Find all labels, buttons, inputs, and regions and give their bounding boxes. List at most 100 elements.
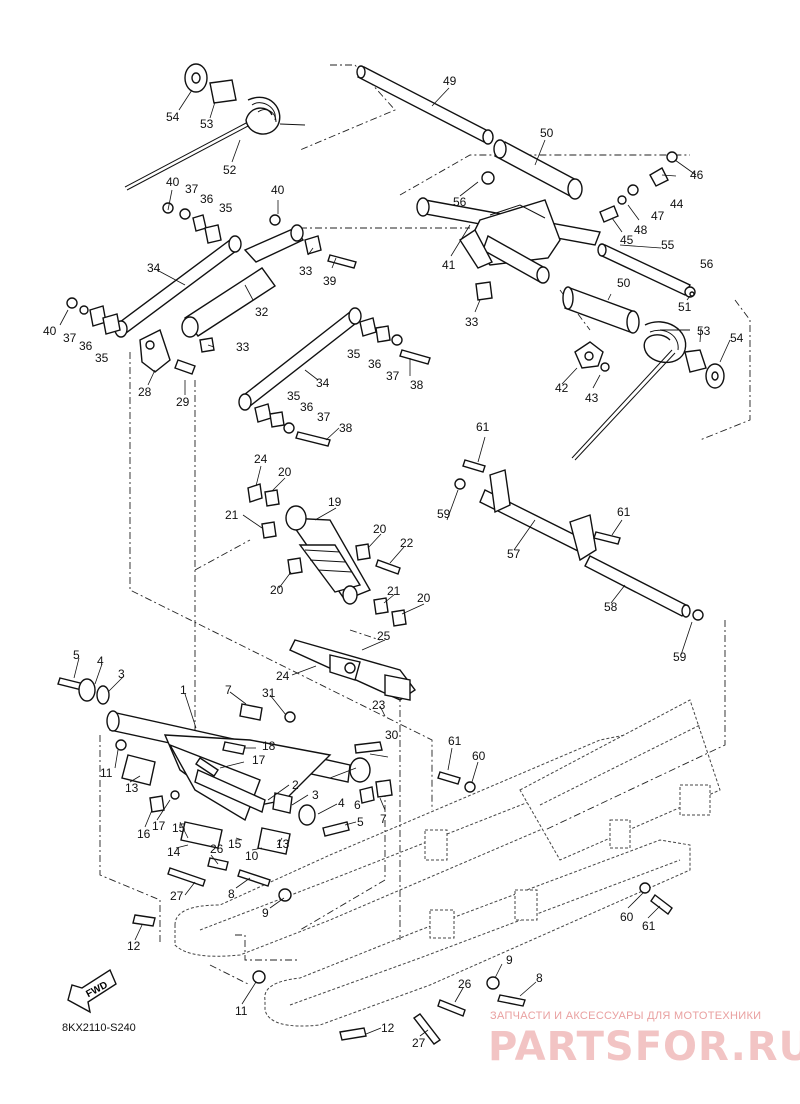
callout-39: 39 bbox=[323, 274, 337, 288]
callout-28: 28 bbox=[138, 385, 152, 399]
callout-32: 32 bbox=[255, 305, 269, 319]
callout-8: 8 bbox=[228, 887, 235, 901]
callout-13: 13 bbox=[125, 781, 139, 795]
callout-54: 54 bbox=[166, 110, 180, 124]
lower-arm-hardware bbox=[57, 677, 673, 1045]
callout-34b: 34 bbox=[316, 376, 330, 390]
callout-11: 11 bbox=[100, 766, 113, 780]
callout-2: 2 bbox=[292, 778, 299, 792]
callout-38: 38 bbox=[410, 378, 424, 392]
callout-36c: 36 bbox=[368, 357, 382, 371]
callout-40: 40 bbox=[166, 175, 180, 189]
callout-labels: 1 2 3 3 4 4 5 5 6 7 7 8 8 9 9 10 11 11 1… bbox=[43, 74, 744, 1050]
callout-27b: 27 bbox=[412, 1036, 426, 1050]
callout-26b: 26 bbox=[458, 977, 472, 991]
callout-33b: 33 bbox=[236, 340, 250, 354]
callout-53b: 53 bbox=[697, 324, 711, 338]
leader-lines bbox=[59, 87, 731, 1037]
callout-13b: 13 bbox=[276, 837, 290, 851]
callout-6: 6 bbox=[354, 798, 361, 812]
callout-11b: 11 bbox=[235, 1004, 248, 1018]
callout-16: 16 bbox=[137, 827, 151, 841]
callout-7b: 7 bbox=[380, 812, 387, 826]
callout-52: 52 bbox=[223, 163, 237, 177]
fwd-label: FWD bbox=[84, 980, 109, 1000]
callout-58: 58 bbox=[604, 600, 618, 614]
callout-61c: 61 bbox=[448, 734, 462, 748]
callout-15: 15 bbox=[172, 821, 186, 835]
callout-21b: 21 bbox=[387, 584, 401, 598]
callout-20: 20 bbox=[278, 465, 292, 479]
fwd-arrow: FWD bbox=[67, 968, 117, 1014]
callout-18: 18 bbox=[262, 739, 276, 753]
callout-37c: 37 bbox=[386, 369, 400, 383]
callout-36: 36 bbox=[200, 192, 214, 206]
callout-36d: 36 bbox=[300, 400, 314, 414]
callout-55: 55 bbox=[661, 238, 675, 252]
callout-35d: 35 bbox=[287, 389, 301, 403]
callout-37: 37 bbox=[185, 182, 199, 196]
hardware-59-61 bbox=[454, 459, 704, 621]
callout-24b: 24 bbox=[276, 669, 290, 683]
callout-12b: 12 bbox=[381, 1021, 395, 1035]
callout-44: 44 bbox=[670, 197, 684, 211]
shaft-58 bbox=[584, 555, 691, 618]
callout-60: 60 bbox=[472, 749, 486, 763]
callout-17b: 17 bbox=[252, 753, 266, 767]
callout-24: 24 bbox=[254, 452, 268, 466]
callout-53: 53 bbox=[200, 117, 214, 131]
callout-48: 48 bbox=[634, 223, 648, 237]
rail-cross-frame bbox=[424, 699, 721, 939]
callout-50b: 50 bbox=[617, 276, 631, 290]
callout-37b: 37 bbox=[63, 331, 77, 345]
callout-40c: 40 bbox=[43, 324, 57, 338]
callout-20d: 20 bbox=[417, 591, 431, 605]
shaft-55 bbox=[597, 243, 696, 298]
bracket-41 bbox=[416, 197, 601, 284]
callout-4b: 4 bbox=[338, 796, 345, 810]
torsion-spring-left bbox=[124, 63, 306, 191]
collar-50 bbox=[493, 139, 583, 200]
callout-51: 51 bbox=[678, 300, 692, 314]
callout-20c: 20 bbox=[270, 583, 284, 597]
callout-35b: 35 bbox=[95, 351, 109, 365]
diagram-code: 8KX2110-S240 bbox=[62, 1022, 136, 1034]
callout-27: 27 bbox=[170, 889, 184, 903]
callout-33: 33 bbox=[299, 264, 313, 278]
callout-29: 29 bbox=[176, 395, 190, 409]
callout-37d: 37 bbox=[317, 410, 331, 424]
cam-42 bbox=[574, 341, 610, 372]
callout-9b: 9 bbox=[506, 953, 513, 967]
callout-45: 45 bbox=[620, 233, 634, 247]
hardware-44-48 bbox=[481, 151, 678, 223]
callout-12: 12 bbox=[127, 939, 141, 953]
callout-35c: 35 bbox=[347, 347, 361, 361]
callout-50: 50 bbox=[540, 126, 554, 140]
watermark-logo: PARTSFOR.RU bbox=[488, 1024, 800, 1070]
callout-3: 3 bbox=[118, 667, 125, 681]
callout-14: 14 bbox=[167, 845, 181, 859]
callout-57: 57 bbox=[507, 547, 521, 561]
shaft-57 bbox=[479, 469, 597, 562]
bushing-33-center bbox=[475, 281, 493, 301]
callout-61d: 61 bbox=[642, 919, 656, 933]
callout-22: 22 bbox=[400, 536, 414, 550]
callout-47: 47 bbox=[651, 209, 665, 223]
callout-5b: 5 bbox=[357, 815, 364, 829]
assembly-reference-lines bbox=[99, 64, 751, 986]
arm-25 bbox=[289, 639, 417, 701]
shaft-49 bbox=[356, 65, 494, 145]
callout-42: 42 bbox=[555, 381, 569, 395]
callout-26: 26 bbox=[210, 842, 224, 856]
callout-56b: 56 bbox=[700, 257, 714, 271]
callout-36b: 36 bbox=[79, 339, 93, 353]
callout-61: 61 bbox=[476, 420, 490, 434]
callout-54b: 54 bbox=[730, 331, 744, 345]
callout-1: 1 bbox=[180, 683, 187, 697]
callout-7: 7 bbox=[225, 683, 232, 697]
shock-hardware bbox=[247, 483, 407, 627]
callout-23: 23 bbox=[372, 698, 386, 712]
hardware-left-stacks bbox=[66, 202, 431, 447]
slide-rail-right bbox=[264, 839, 691, 1027]
callout-59b: 59 bbox=[673, 650, 687, 664]
